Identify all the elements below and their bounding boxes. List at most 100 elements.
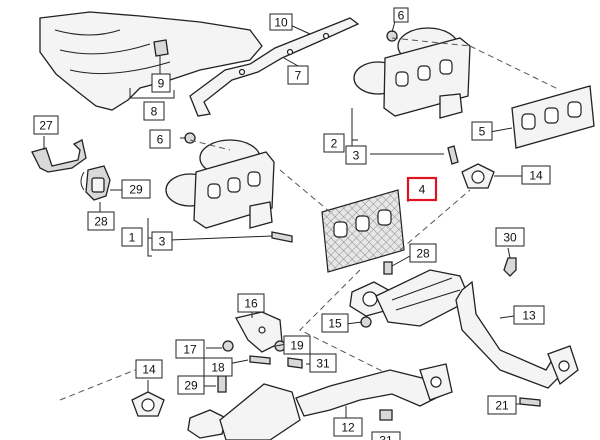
callout-box [283,335,311,355]
bolt-31-lower[interactable] [379,409,393,421]
catalytic-converter-right[interactable] [349,269,579,389]
callout-number: 31 [316,357,330,371]
callout-number: 16 [244,297,258,311]
callout-c31[interactable]: 31 [309,353,337,373]
bolt-21[interactable] [519,397,541,407]
callout-box [135,359,163,379]
callout-box [495,227,525,247]
callout-number: 1 [129,231,136,245]
callout-c18[interactable]: 18 [203,357,233,377]
callout-c10[interactable]: 10 [269,13,293,31]
callout-c8[interactable]: 8 [143,101,165,121]
callout-number: 14 [529,169,543,183]
nut-6-upper[interactable] [386,30,398,42]
callout-box [203,357,233,377]
callout-box [321,313,349,333]
callout-c30[interactable]: 30 [495,227,525,247]
assembly-guides [59,37,561,401]
callout-box [151,231,173,251]
callout-number: 28 [94,215,108,229]
sensor-clip[interactable] [80,165,111,201]
sensor-bracket[interactable] [31,139,87,173]
callout-box [149,129,171,149]
manifold-stud-upper[interactable] [447,145,459,165]
sensor-bolt-28[interactable] [383,261,393,275]
callout-number: 8 [151,105,158,119]
callout-box [121,179,151,199]
callout-number: 13 [522,309,536,323]
nut-6-lower[interactable] [184,132,196,144]
callout-c1[interactable]: 1 [121,227,143,247]
bolt-29[interactable] [217,375,227,393]
callout-box [406,176,438,202]
callout-c14b[interactable]: 14 [135,359,163,379]
bolt-30[interactable] [503,257,517,277]
callout-c2[interactable]: 2 [323,133,345,153]
callout-c3b[interactable]: 3 [151,231,173,251]
exhaust-manifold-right[interactable] [353,27,471,119]
callout-box [487,395,517,415]
callout-box [87,211,115,231]
exhaust-manifold-left[interactable] [165,139,275,229]
callout-c16[interactable]: 16 [237,293,265,313]
callout-c9[interactable]: 9 [151,73,171,93]
callout-number: 19 [290,339,304,353]
callout-number: 3 [353,149,360,163]
callout-box [33,115,59,135]
callout-number: 5 [479,125,486,139]
heat-shield[interactable] [39,11,263,111]
callout-c21[interactable]: 21 [487,395,517,415]
bolt-17[interactable] [222,340,234,352]
callout-number: 17 [183,343,197,357]
callout-number: 6 [157,133,164,147]
callout-box [309,353,337,373]
callout-box [323,133,345,153]
callout-number: 18 [211,361,225,375]
callout-c6a[interactable]: 6 [393,7,409,23]
callout-c29a[interactable]: 29 [121,179,151,199]
manifold-stud-lower[interactable] [271,231,293,243]
callout-box [371,431,401,440]
catalytic-converter-left[interactable] [187,363,453,440]
callout-c19[interactable]: 19 [283,335,311,355]
callout-c29b[interactable]: 29 [177,375,205,395]
callout-box [175,339,205,359]
callout-box [333,417,363,437]
callout-c28a[interactable]: 28 [87,211,115,231]
callout-c3a[interactable]: 3 [345,145,367,165]
callout-c5[interactable]: 5 [471,121,493,141]
callout-number: 7 [295,69,302,83]
callout-c4[interactable]: 4 [406,176,438,202]
shield-bracket[interactable] [153,39,169,74]
callout-box [177,375,205,395]
callout-c12[interactable]: 12 [333,417,363,437]
callout-box [345,145,367,165]
callout-number: 30 [503,231,517,245]
callout-box [151,73,171,93]
nut-15[interactable] [360,316,372,328]
callout-c28b[interactable]: 28 [409,243,437,263]
callout-c13[interactable]: 13 [513,305,545,325]
manifold-gasket-5[interactable] [511,85,595,149]
callout-box [121,227,143,247]
sensor-31[interactable] [287,357,303,369]
callout-c6b[interactable]: 6 [149,129,171,149]
bolt-18[interactable] [249,355,271,365]
callout-c15[interactable]: 15 [321,313,349,333]
flange-gasket-upper[interactable] [461,163,495,189]
callout-number: 2 [331,137,338,151]
callout-c31b[interactable]: 31 [371,431,401,440]
callout-c7[interactable]: 7 [287,65,309,85]
flange-gasket-lower[interactable] [131,391,165,417]
callout-number: 28 [416,247,430,261]
manifold-gasket-4[interactable] [321,189,405,273]
callout-number: 31 [379,434,393,440]
support-rail[interactable] [189,17,360,117]
callout-number: 10 [274,16,288,30]
callout-box [521,165,551,185]
callout-c14a[interactable]: 14 [521,165,551,185]
callout-c27[interactable]: 27 [33,115,59,135]
callout-c17[interactable]: 17 [175,339,205,359]
callout-box [471,121,493,141]
